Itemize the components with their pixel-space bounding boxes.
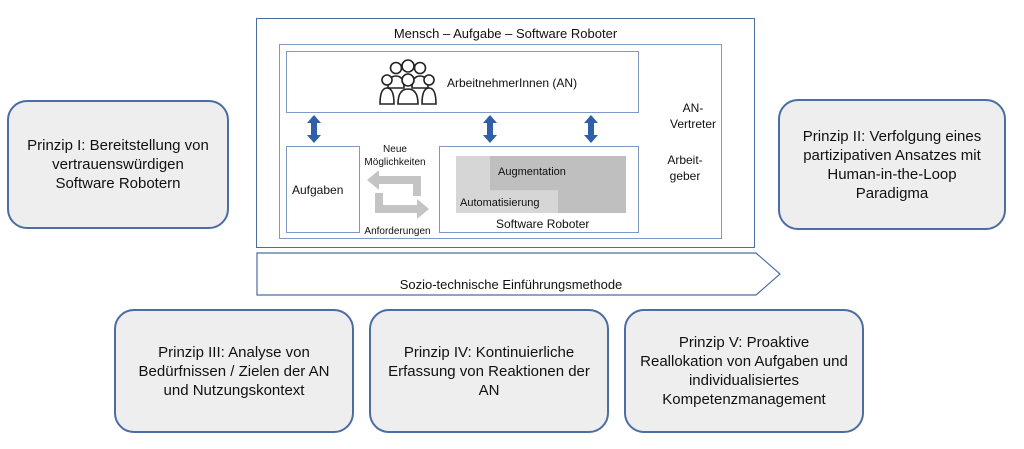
bidirectional-arrow-icon [483, 115, 497, 143]
principle-4-text: Prinzip IV: Kontinuierliche Erfassung vo… [388, 343, 590, 399]
frame-title: Mensch – Aufgabe – Software Roboter [393, 26, 618, 41]
principle-2-box: Prinzip II: Verfolgung eines partizipati… [778, 99, 1006, 230]
human-task-robot-frame [256, 18, 755, 248]
principle-1-text: Prinzip I: Bereitstellung von vertrauens… [27, 137, 209, 192]
tasks-box [286, 146, 360, 233]
inner-frame [279, 44, 722, 239]
cycle-arrows-icon [367, 171, 429, 219]
augmentation-label: Augmentation [498, 166, 566, 178]
principle-3-text: Prinzip III: Analyse von Bedürfnissen / … [138, 343, 330, 399]
employee-representatives-label: AN-Vertreter [669, 101, 717, 131]
software-robot-box [439, 146, 639, 233]
principle-2-text: Prinzip II: Verfolgung eines partizipati… [802, 127, 982, 202]
requirements-label: Anforderungen [364, 226, 431, 237]
bidirectional-arrow-icon [307, 115, 321, 143]
principle-1-box: Prinzip I: Bereitstellung von vertrauens… [7, 100, 229, 229]
employees-box [286, 51, 639, 113]
tasks-label: Aufgaben [292, 183, 344, 197]
principle-3-box: Prinzip III: Analyse von Bedürfnissen / … [114, 309, 354, 433]
automation-label: Automatisierung [460, 197, 540, 209]
principle-4-box: Prinzip IV: Kontinuierliche Erfassung vo… [369, 309, 609, 433]
new-possibilities-label: Neue Möglichkeiten [364, 144, 426, 168]
principle-5-text: Prinzip V: Proaktive Reallokation von Au… [640, 334, 848, 408]
method-arrow [256, 252, 781, 296]
principle-5-box: Prinzip V: Proaktive Reallokation von Au… [624, 309, 864, 433]
method-label: Sozio-technische Einführungsmethode [399, 277, 623, 292]
employer-label: Arbeit-geber [667, 153, 703, 183]
group-of-people-icon [379, 59, 437, 105]
bidirectional-arrow-icon [584, 115, 598, 143]
software-robot-label: Software Roboter [496, 217, 590, 231]
employees-label: ArbeitnehmerInnen (AN) [447, 76, 578, 90]
